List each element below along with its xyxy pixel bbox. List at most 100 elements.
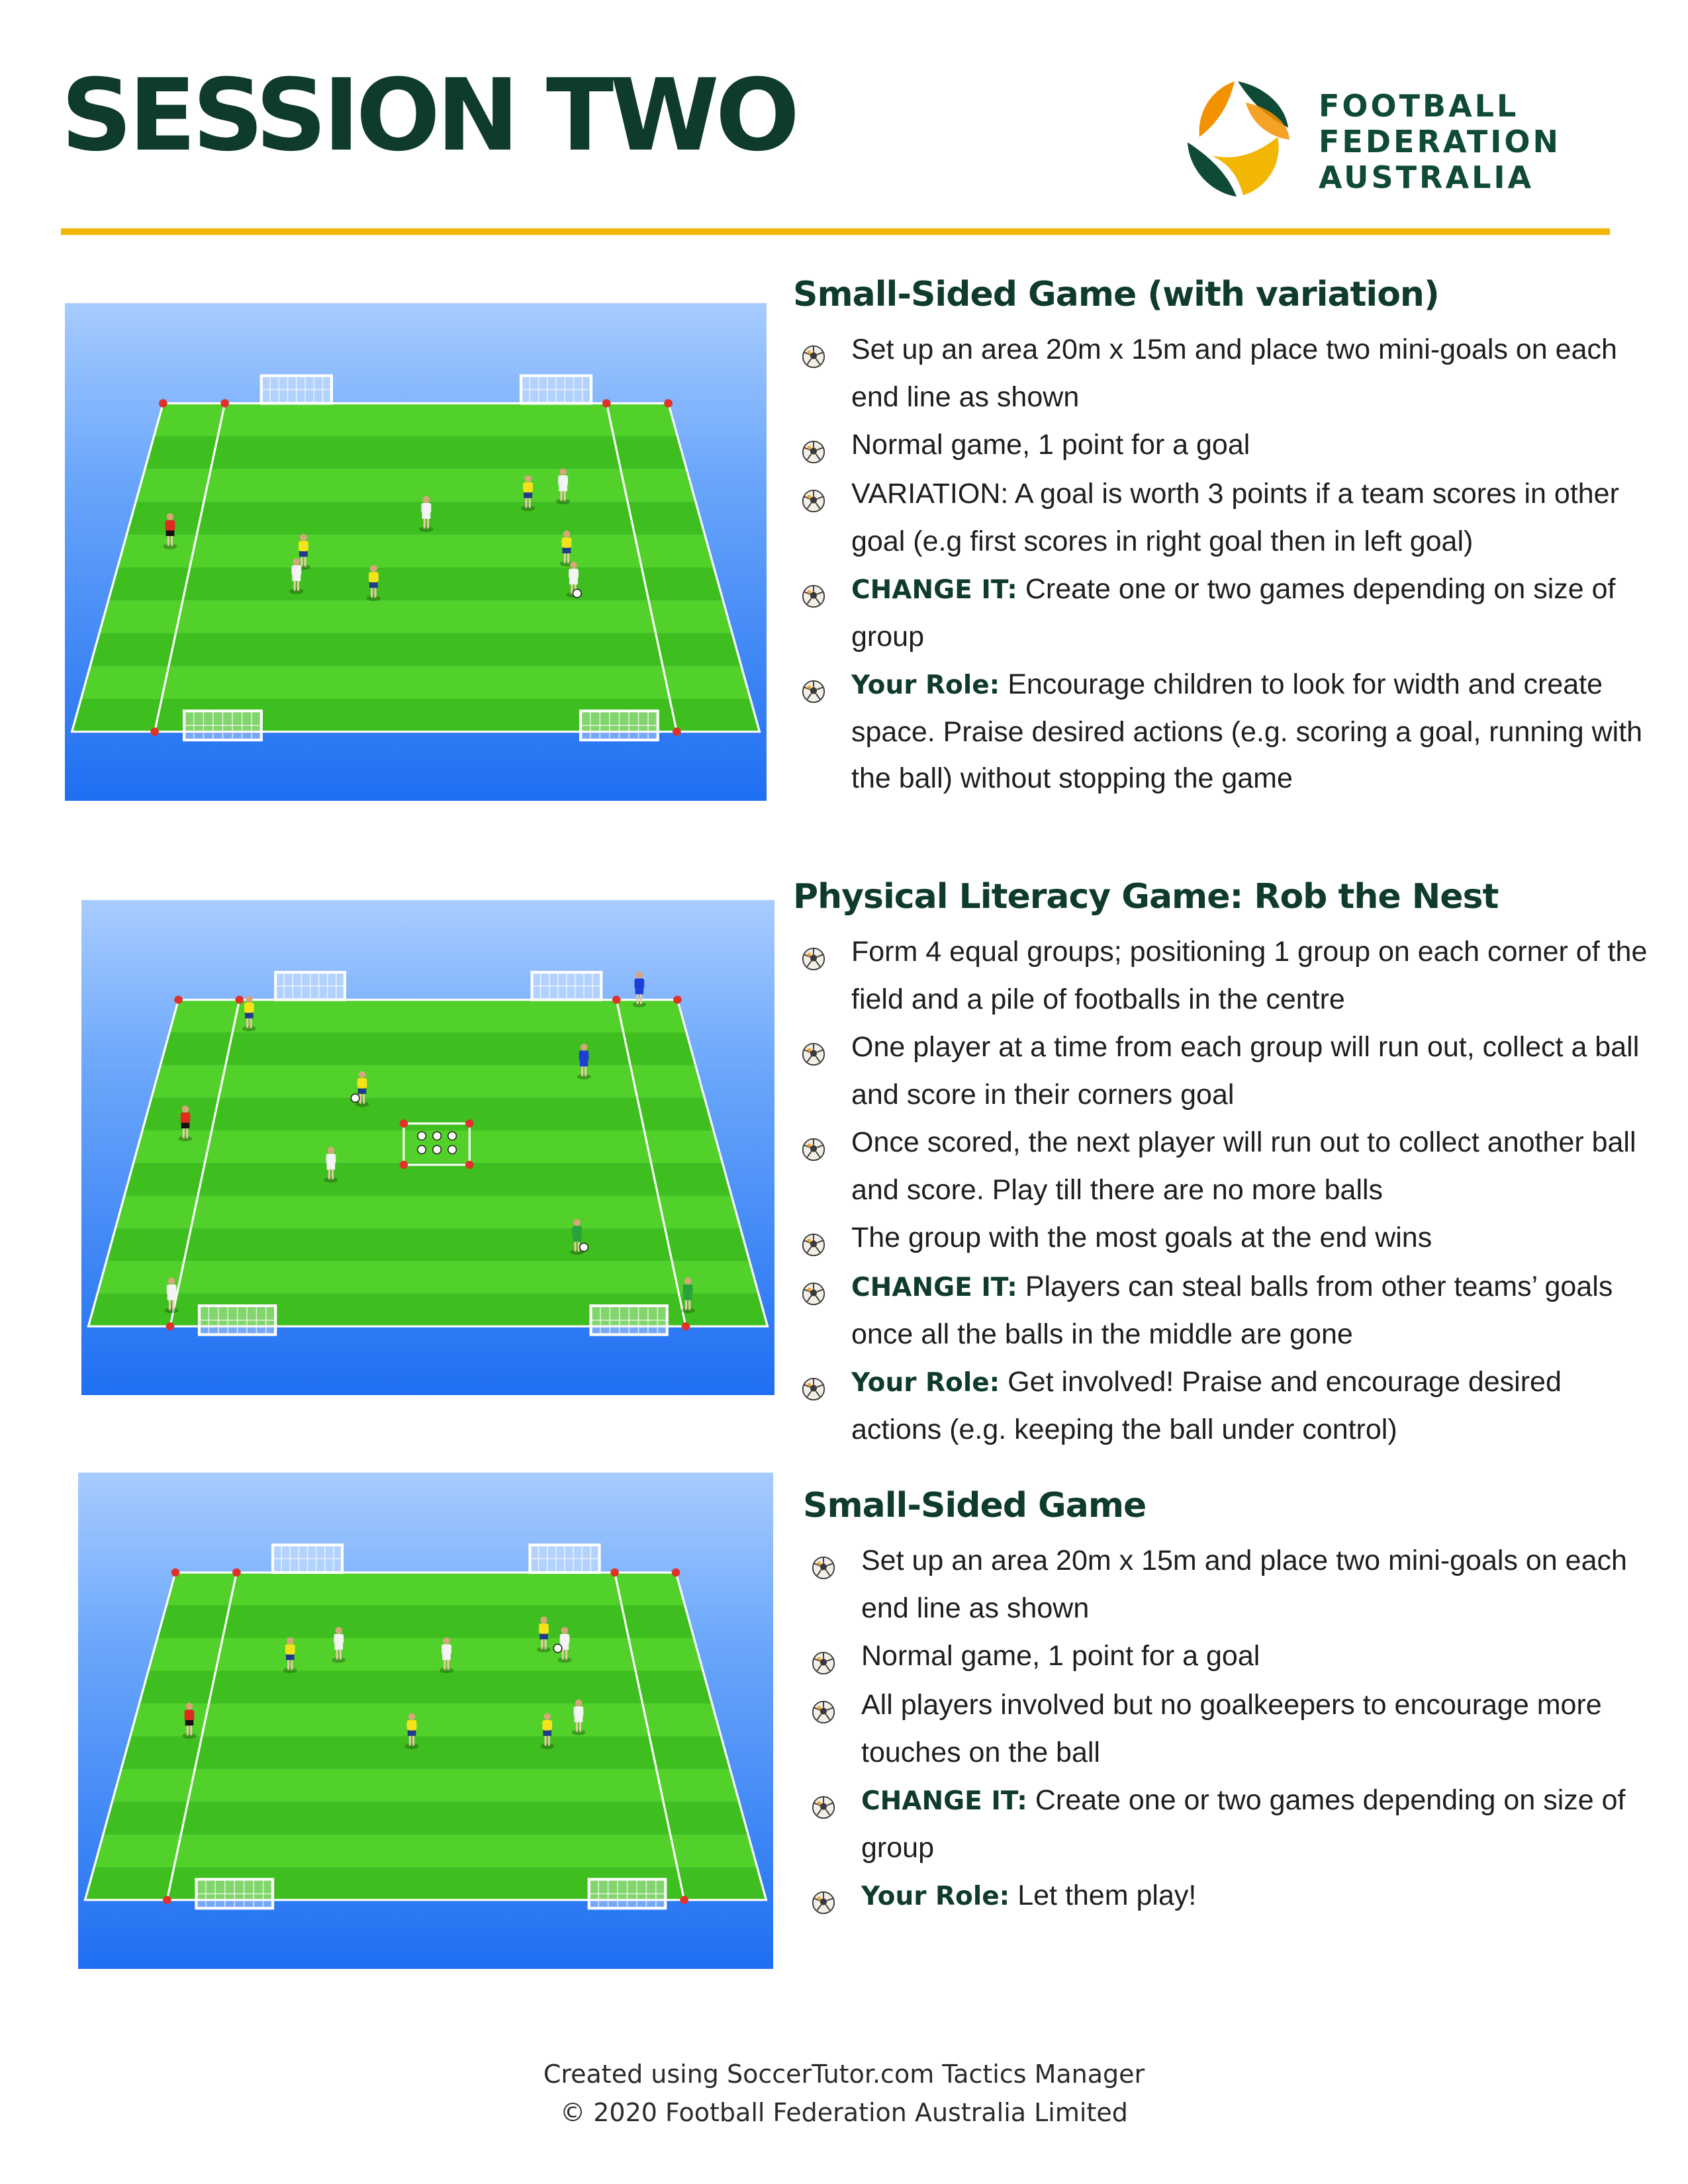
list-item: Normal game, 1 point for a goal <box>812 1633 1664 1680</box>
football-bullet-icon <box>811 1548 836 1580</box>
pitch-zone-line <box>605 403 678 732</box>
cone-marker <box>399 1119 408 1128</box>
pitch-outline <box>70 402 761 733</box>
pitch-svg <box>81 900 774 1395</box>
logo-line-3: AUSTRALIA <box>1319 159 1534 195</box>
cone-marker <box>664 399 673 408</box>
player-figure <box>324 1146 338 1183</box>
football-bullet-icon <box>801 576 826 608</box>
pitch-stripe <box>121 1736 730 1769</box>
cone-marker <box>610 1568 619 1577</box>
section-small-sided-variation: Small-Sided Game (with variation) Set up… <box>793 275 1654 803</box>
mini-goal <box>197 1304 277 1336</box>
list-item: The group with the most goals at the end… <box>802 1214 1654 1262</box>
pitch-stripe <box>99 600 733 633</box>
cone-marker <box>673 995 682 1004</box>
player-figure <box>289 558 304 594</box>
pitch-zone-line <box>154 403 226 732</box>
mini-goal <box>519 374 593 405</box>
list-item: Set up an area 20m x 15m and place two m… <box>802 326 1654 420</box>
ball-marker <box>432 1131 442 1141</box>
mini-goal <box>259 374 333 405</box>
cone-marker <box>150 727 160 736</box>
list-item: Once scored, the next player will run ou… <box>802 1119 1654 1213</box>
player-figure <box>404 1713 419 1749</box>
pitch-stripe <box>142 1097 714 1131</box>
pitch-stripe <box>160 1032 696 1066</box>
player-figure <box>577 1044 591 1080</box>
nest-square <box>402 1122 471 1166</box>
page-title: SESSION TWO <box>61 58 800 173</box>
list-item: One player at a time from each group wil… <box>802 1024 1654 1118</box>
logo-line-1: FOOTBALL <box>1319 88 1519 124</box>
mini-goal <box>195 1878 275 1910</box>
pitch-stripe <box>94 1834 757 1868</box>
football-bullet-icon <box>801 939 826 971</box>
pitch-stripe <box>130 1703 722 1737</box>
cone-marker <box>672 727 681 736</box>
pitch-stripe <box>133 1130 723 1163</box>
cone-marker <box>671 1568 680 1577</box>
ball-marker <box>579 1242 589 1252</box>
ball-marker <box>350 1093 360 1103</box>
player-figure <box>540 1713 555 1749</box>
pitch-stripe <box>90 633 741 666</box>
cone-marker <box>680 1895 688 1905</box>
player-figure <box>557 1627 572 1663</box>
player-figure <box>182 1702 197 1739</box>
ball-marker <box>432 1145 442 1155</box>
list-item: CHANGE IT: Players can steal balls from … <box>802 1263 1654 1357</box>
mini-goal <box>587 1878 667 1910</box>
pitch-stripe <box>144 436 687 469</box>
mini-goal <box>530 971 603 1001</box>
football-bullet-icon <box>801 1274 826 1306</box>
player-figure <box>355 1071 369 1107</box>
cone-marker <box>165 1322 175 1331</box>
ffa-logo-text: FOOTBALL FEDERATION AUSTRALIA <box>1319 88 1561 195</box>
list-item: Your Role: Encourage children to look fo… <box>802 661 1654 801</box>
player-figure <box>178 1105 193 1142</box>
player-figure <box>521 475 536 512</box>
player-figure <box>570 1219 585 1255</box>
football-bullet-icon <box>801 1130 826 1161</box>
pitch-stripe <box>139 1670 712 1704</box>
ball-marker <box>553 1643 563 1653</box>
player-figure <box>366 565 381 602</box>
pitch-stripe <box>151 1065 705 1098</box>
ball-marker <box>572 588 582 598</box>
pitch-outline <box>87 999 769 1328</box>
cone-marker <box>232 1568 241 1577</box>
ball-marker <box>417 1131 427 1141</box>
player-figure <box>556 468 571 504</box>
list-item: All players involved but no goalkeepers … <box>812 1682 1664 1776</box>
pitch-stripe <box>157 1605 694 1638</box>
footer-credit: Created using SoccerTutor.com Tactics Ma… <box>543 2060 1145 2089</box>
pitch-stripe <box>166 1572 685 1606</box>
list-item: Set up an area 20m x 15m and place two m… <box>812 1537 1664 1631</box>
list-item: Normal game, 1 point for a goal <box>802 422 1654 469</box>
pitch-zone-line <box>165 1572 238 1901</box>
pitch-outline <box>83 1571 768 1901</box>
list-item: CHANGE IT: Create one or two games depen… <box>802 566 1654 660</box>
cone-marker <box>602 399 611 408</box>
bullet-list: Form 4 equal groups; positioning 1 group… <box>793 929 1654 1453</box>
cone-marker <box>174 995 183 1004</box>
cone-marker <box>235 995 244 1004</box>
pitch-stripe <box>108 567 724 601</box>
section-title: Small-Sided Game (with variation) <box>793 275 1440 314</box>
ball-marker <box>447 1131 457 1141</box>
bullet-list: Set up an area 20m x 15m and place two m… <box>793 326 1654 801</box>
logo-line-2: FEDERATION <box>1319 124 1561 159</box>
section-rob-the-nest: Physical Literacy Game: Rob the Nest For… <box>793 877 1654 1454</box>
mini-goal <box>183 709 263 742</box>
list-item: CHANGE IT: Create one or two games depen… <box>812 1777 1664 1871</box>
cone-marker <box>465 1119 474 1128</box>
cone-marker <box>171 1568 180 1577</box>
cone-marker <box>612 995 621 1004</box>
cone-marker <box>399 1160 408 1169</box>
pitch-stripe <box>126 502 705 535</box>
pitch-diagram-rob-the-nest <box>81 900 774 1395</box>
pitch-stripe <box>115 1195 741 1229</box>
pitch-stripe <box>88 1293 768 1327</box>
player-figure <box>332 1627 346 1663</box>
